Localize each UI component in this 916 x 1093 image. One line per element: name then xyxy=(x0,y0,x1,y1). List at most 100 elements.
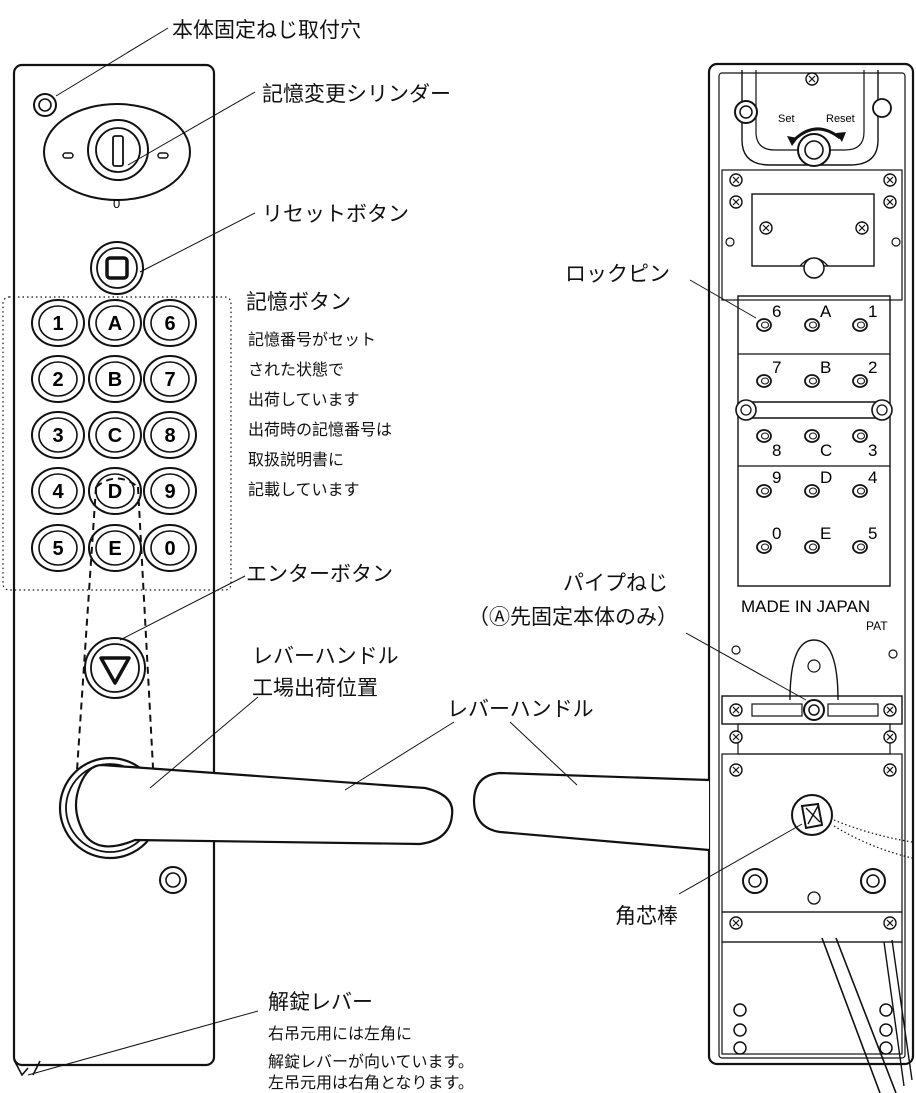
back-fixing-hole-lower-left xyxy=(742,868,768,894)
made-in-japan: MADE IN JAPAN xyxy=(741,597,870,616)
pin-digit: 4 xyxy=(868,468,877,487)
screw xyxy=(883,703,897,717)
unlock-lever[interactable] xyxy=(13,1059,41,1077)
back-fixing-hole-lower-right xyxy=(860,868,886,894)
back-lever-handle[interactable] xyxy=(472,771,710,852)
key-5[interactable]: 5 xyxy=(31,524,85,572)
key-label: 8 xyxy=(164,425,175,447)
back-fixing-hole-right xyxy=(872,98,892,118)
pin-digit: D xyxy=(820,468,832,487)
screw xyxy=(855,221,869,235)
screw xyxy=(729,173,743,187)
key-label: 9 xyxy=(164,481,175,503)
bottom-screws-left xyxy=(733,1003,747,1055)
key-label: 6 xyxy=(164,313,175,335)
lock-pin-7: 7 xyxy=(756,358,781,388)
square-shaft-label: 角芯棒 xyxy=(615,904,678,928)
pin-bar xyxy=(735,399,893,421)
pin-digit: B xyxy=(820,358,831,377)
lock-pin-9: 9 xyxy=(756,468,781,498)
screw xyxy=(883,916,897,930)
pat-label: PAT xyxy=(866,619,888,633)
key-3[interactable]: 3 xyxy=(31,411,85,459)
front-lever-handle[interactable] xyxy=(58,756,454,860)
cylinder-mark: 0 xyxy=(113,196,120,211)
enter-button-label: エンターボタン xyxy=(246,562,393,586)
unlock-note-3: 左吊元用は右角となります。 xyxy=(268,1073,474,1092)
screw xyxy=(883,195,897,209)
bottom-screws-right xyxy=(879,1003,893,1055)
memory-note-4: 出荷時の記憶番号は xyxy=(248,420,393,439)
pin-digit: 7 xyxy=(772,358,781,377)
fixing-hole-top xyxy=(33,93,57,117)
lock-pin-b: B xyxy=(804,358,831,388)
lock-pin-e: E xyxy=(804,524,831,554)
memory-cylinder-label: 記憶変更シリンダー xyxy=(262,82,451,106)
lock-pin-label: ロックピン xyxy=(565,262,670,286)
pin-digit: A xyxy=(820,302,832,321)
reset-label: Reset xyxy=(826,113,855,125)
leader-lines xyxy=(27,27,807,1076)
lock-pin-a: A xyxy=(804,302,832,332)
key-b[interactable]: B xyxy=(88,355,142,403)
pipe-screw-note: （Ⓐ先固定本体のみ） xyxy=(468,605,678,629)
key-label: 1 xyxy=(52,313,63,335)
screw xyxy=(729,703,743,717)
key-label: 0 xyxy=(164,538,175,560)
key-label: 2 xyxy=(52,369,63,391)
key-2[interactable]: 2 xyxy=(31,355,85,403)
key-c[interactable]: C xyxy=(88,411,142,459)
key-label: 3 xyxy=(52,425,63,447)
memory-button-label: 記憶ボタン xyxy=(246,290,351,314)
key-d[interactable]: D xyxy=(88,467,142,515)
unlock-note-1: 右吊元用には左角に xyxy=(268,1024,413,1043)
fixing-hole-bottom xyxy=(159,866,187,894)
pin-digit: 1 xyxy=(868,302,877,321)
memory-note-6: 記載しています xyxy=(248,480,360,499)
pin-digit: 3 xyxy=(868,441,877,460)
lock-pin-3: 3 xyxy=(852,429,877,460)
screw xyxy=(729,916,743,930)
key-e[interactable]: E xyxy=(88,524,142,572)
unlock-note-2: 解錠レバーが向いています。 xyxy=(268,1052,474,1071)
key-4[interactable]: 4 xyxy=(31,467,85,515)
key-1[interactable]: 1 xyxy=(31,299,85,347)
key-8[interactable]: 8 xyxy=(143,411,197,459)
keypad-frame xyxy=(2,296,232,591)
pin-digit: 9 xyxy=(772,468,781,487)
lever-factory-position-outline xyxy=(74,477,156,806)
cable xyxy=(821,937,897,1093)
pipe-screw-label: パイプねじ xyxy=(563,571,668,595)
screw xyxy=(883,730,897,744)
key-6[interactable]: 6 xyxy=(143,299,197,347)
pipe-screw xyxy=(803,699,825,721)
reset-button[interactable] xyxy=(90,241,144,295)
lock-pin-4: 4 xyxy=(852,468,877,498)
screw xyxy=(729,763,743,777)
screw xyxy=(759,221,773,235)
set-label: Set xyxy=(778,113,795,125)
pin-block xyxy=(737,295,891,587)
screw xyxy=(883,763,897,777)
memory-note-5: 取扱説明書に xyxy=(248,450,345,469)
back-small-screws xyxy=(729,72,897,930)
enter-button[interactable] xyxy=(84,637,146,699)
key-label: E xyxy=(108,538,121,560)
reset-button-label: リセットボタン xyxy=(262,202,409,226)
back-fixing-hole-left xyxy=(734,100,758,124)
key-label: B xyxy=(108,369,122,391)
lock-pin-0: 0 xyxy=(756,524,781,554)
pin-digit: E xyxy=(820,524,831,543)
screw xyxy=(729,730,743,744)
key-0[interactable]: 0 xyxy=(143,524,197,572)
lever-handle-label: レバーハンドル xyxy=(447,697,594,721)
screw xyxy=(729,195,743,209)
key-7[interactable]: 7 xyxy=(143,355,197,403)
key-a[interactable]: A xyxy=(88,299,142,347)
lock-pin-5: 5 xyxy=(852,524,877,554)
key-9[interactable]: 9 xyxy=(143,467,197,515)
memory-note-3: 出荷しています xyxy=(248,390,360,409)
lock-pin-6: 6 xyxy=(756,302,781,332)
